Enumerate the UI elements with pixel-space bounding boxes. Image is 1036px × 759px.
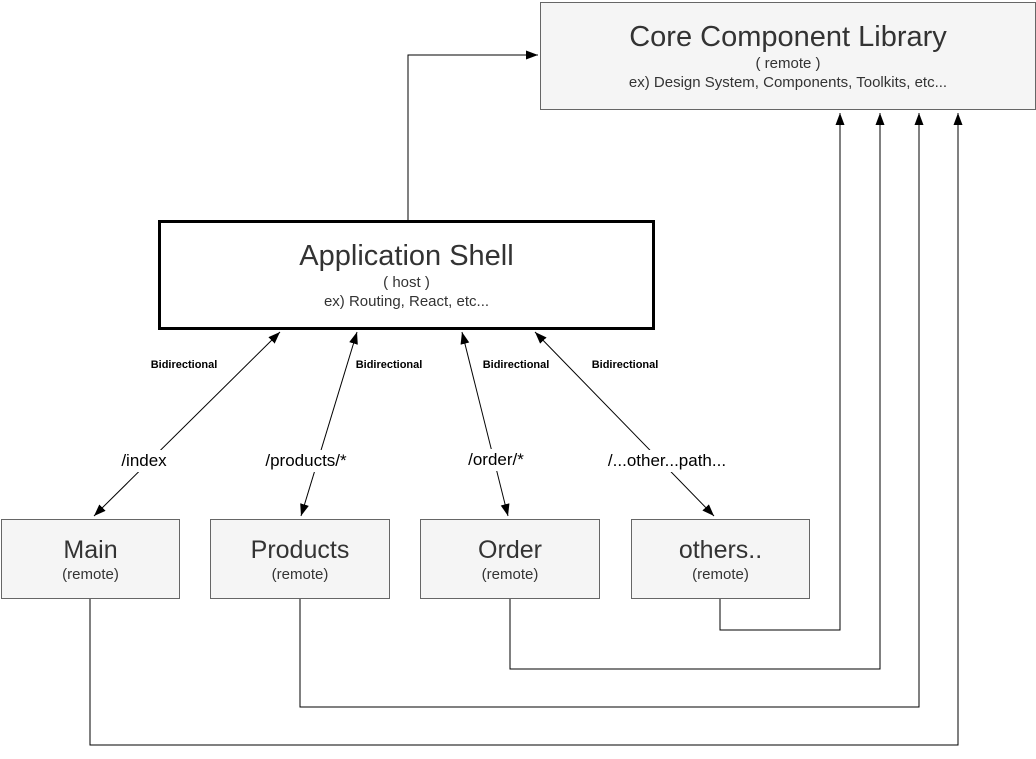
route-label-index: /index	[118, 450, 170, 472]
remote-main-subtitle: (remote)	[62, 565, 119, 583]
remote-order-title: Order	[478, 535, 542, 564]
route-label-order: /order/*	[465, 449, 527, 471]
bidirectional-label-others: Bidirectional	[588, 358, 662, 372]
core-node-subtitle: ( remote )	[755, 55, 821, 72]
core-node-example: ex) Design System, Components, Toolkits,…	[628, 74, 948, 91]
shell-node-subtitle: ( host )	[383, 274, 430, 291]
remote-node-others: others.. (remote)	[631, 519, 810, 599]
application-shell-node: Application Shell ( host ) ex) Routing, …	[158, 220, 655, 330]
remote-node-products: Products (remote)	[210, 519, 390, 599]
remote-order-subtitle: (remote)	[481, 565, 539, 583]
core-node-title: Core Component Library	[629, 21, 947, 53]
remote-others-title: others..	[678, 535, 763, 564]
route-label-products: /products/*	[262, 450, 350, 472]
bidirectional-label-products: Bidirectional	[352, 358, 426, 372]
remote-node-main: Main (remote)	[1, 519, 180, 599]
shell-node-example: ex) Routing, React, etc...	[323, 293, 490, 310]
remote-others-subtitle: (remote)	[692, 565, 749, 583]
remote-products-title: Products	[250, 535, 350, 564]
shell-node-title: Application Shell	[299, 240, 514, 272]
remote-main-title: Main	[63, 535, 118, 564]
edge-main-to-core	[89, 113, 963, 746]
core-component-library-node: Core Component Library ( remote ) ex) De…	[540, 2, 1036, 110]
edge-shell-to-core	[407, 50, 538, 220]
route-label-other-path: /...other...path...	[604, 450, 730, 472]
remote-products-subtitle: (remote)	[271, 565, 329, 583]
remote-node-order: Order (remote)	[420, 519, 600, 599]
edge-products-to-core	[299, 113, 924, 708]
edge-shell-products-bidirectional	[300, 331, 358, 517]
bidirectional-label-main: Bidirectional	[147, 358, 221, 372]
bidirectional-label-order: Bidirectional	[479, 358, 553, 372]
